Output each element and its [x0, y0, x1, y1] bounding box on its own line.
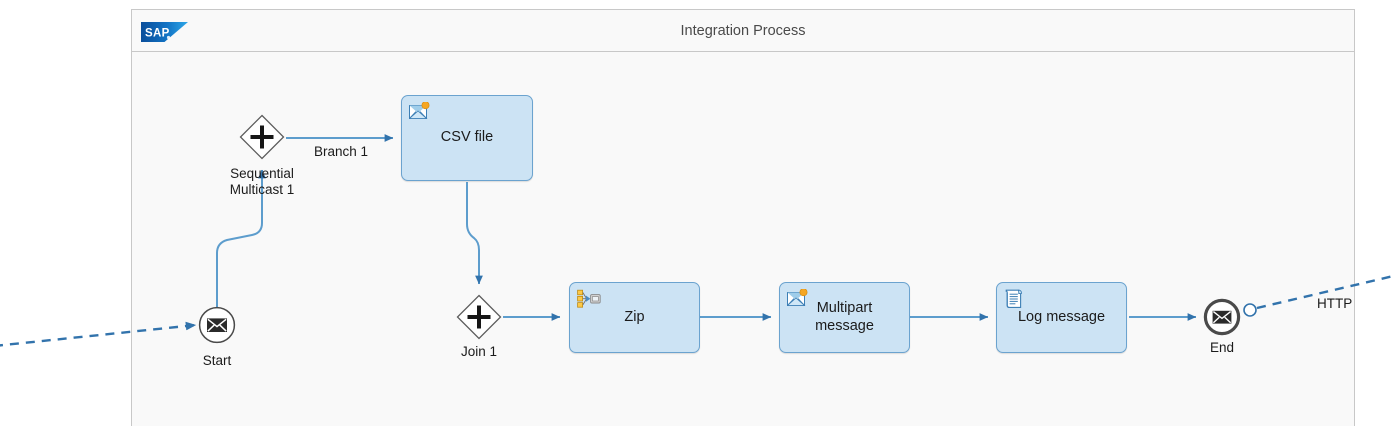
step-log-message-label: Log message [1017, 308, 1106, 325]
integration-process-pool[interactable]: Integration Process SAP [131, 9, 1355, 426]
gateway-join-1[interactable] [456, 294, 502, 340]
page-title: Integration Process [680, 23, 806, 39]
step-multipart-message-label: Multipart message [815, 299, 874, 334]
svg-text:SAP: SAP [145, 28, 170, 40]
step-multipart-message[interactable]: Multipart message [779, 282, 910, 353]
script-icon [1004, 289, 1026, 309]
plus-icon [467, 305, 491, 329]
step-csv-file-label: CSV file [440, 129, 494, 146]
edge-label-branch-1: Branch 1 [314, 144, 369, 159]
sap-logo: SAP [141, 22, 188, 43]
gather-icon [577, 289, 601, 309]
gateway-sequential-multicast-1-label: Sequential Multicast 1 [229, 166, 295, 197]
start-event-label: Start [202, 353, 232, 368]
start-event[interactable] [198, 306, 236, 344]
envelope-icon [207, 318, 227, 332]
pool-header: Integration Process [132, 10, 1354, 52]
gateway-join-1-label: Join 1 [460, 344, 498, 359]
end-event-label: End [1209, 340, 1235, 355]
gateway-sequential-multicast-1[interactable] [239, 114, 285, 160]
message-converter-icon [408, 101, 431, 122]
envelope-icon [1212, 310, 1232, 324]
plus-icon [250, 125, 274, 149]
step-log-message[interactable]: Log message [996, 282, 1127, 353]
end-event[interactable] [1203, 298, 1241, 336]
message-converter-icon [786, 288, 809, 309]
step-csv-file[interactable]: CSV file [401, 95, 533, 181]
step-zip[interactable]: Zip [569, 282, 700, 353]
step-zip-label: Zip [624, 308, 645, 325]
edge-label-http: HTTP [1317, 296, 1353, 311]
